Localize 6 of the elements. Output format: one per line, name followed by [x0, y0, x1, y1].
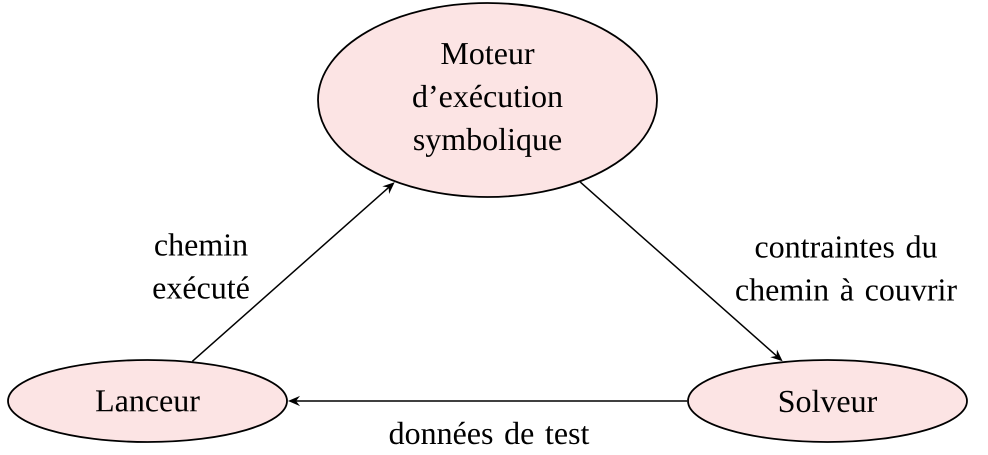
- ellipse-node: Moteur d’exécution symbolique: [317, 2, 658, 198]
- edge-label: chemin exécuté: [153, 233, 249, 299]
- ellipse-node: Lanceur: [7, 359, 288, 443]
- ellipse-node: Solveur: [687, 359, 968, 443]
- edge-label: contraintes du chemin à couvrir: [736, 235, 957, 301]
- edge-label: données de test: [390, 422, 590, 444]
